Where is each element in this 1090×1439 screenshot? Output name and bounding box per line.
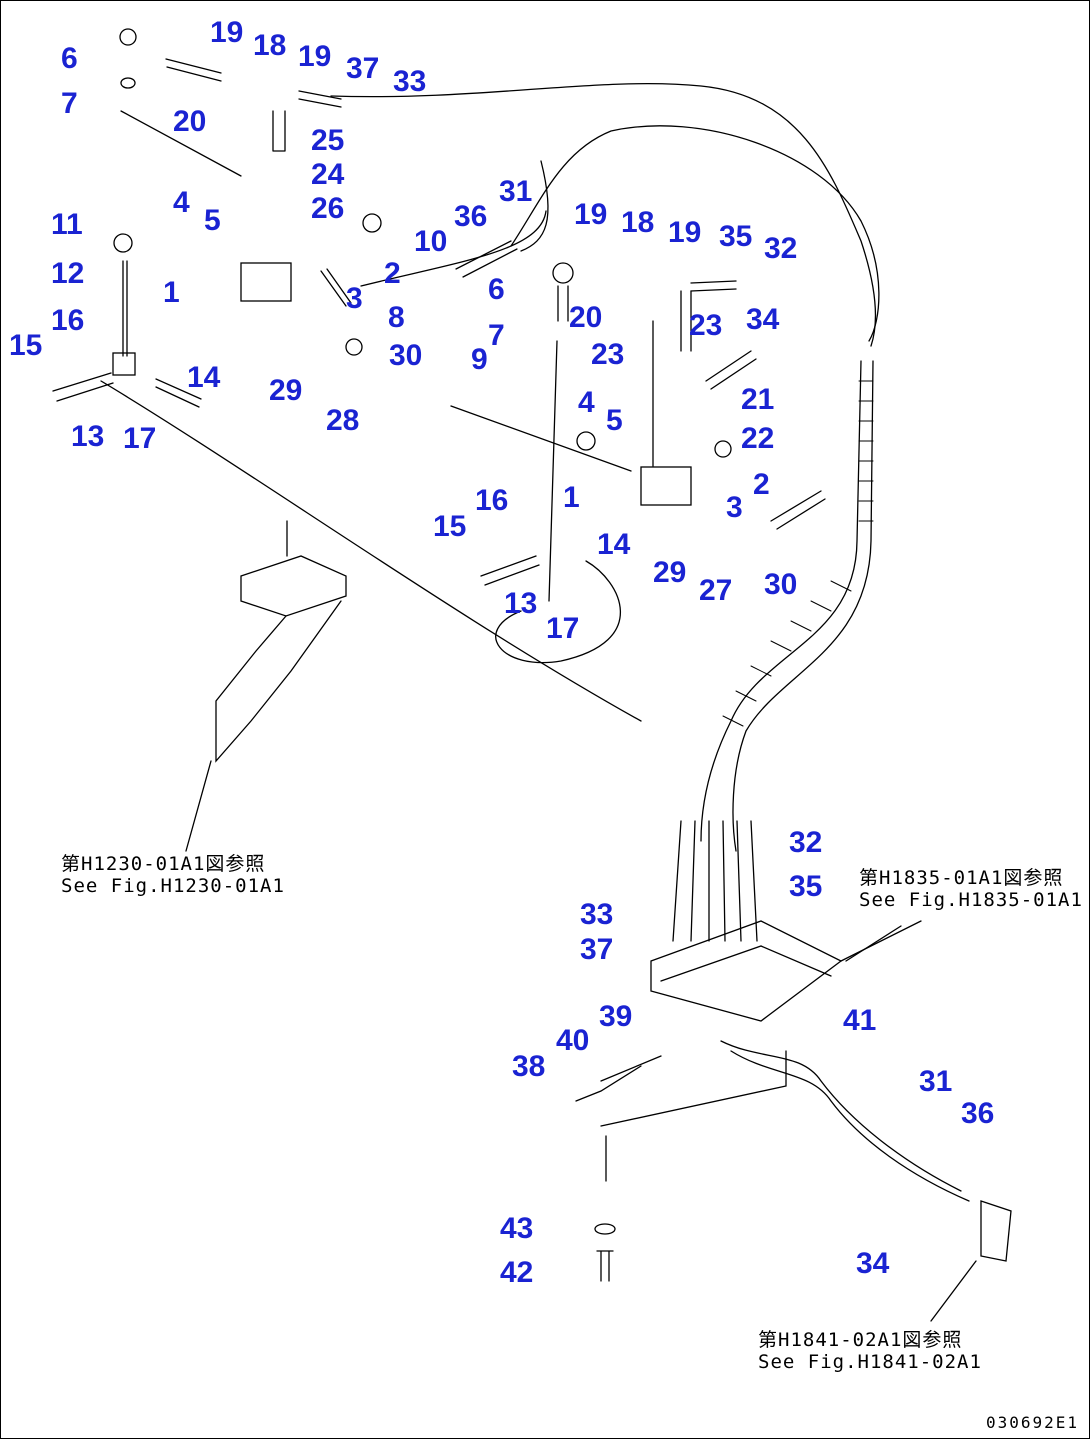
figure-reference-en: See Fig.H1841-02A1	[758, 1351, 982, 1373]
part-callout-17: 17	[123, 422, 157, 455]
part-callout-13: 13	[504, 587, 538, 620]
part-callout-38: 38	[512, 1050, 546, 1083]
part-callout-23: 23	[689, 309, 723, 342]
part-callout-43: 43	[500, 1212, 534, 1245]
part-callout-2: 2	[384, 257, 401, 290]
drawing-code: 030692E1	[985, 1413, 1079, 1432]
part-callout-30: 30	[389, 339, 423, 372]
part-callout-39: 39	[599, 1000, 633, 1033]
part-callout-28: 28	[326, 404, 360, 437]
part-callout-11: 11	[51, 208, 83, 241]
part-callout-14: 14	[187, 361, 221, 394]
valve-base	[650, 920, 843, 1022]
part-callout-30: 30	[764, 568, 798, 601]
part-callout-33: 33	[393, 65, 427, 98]
part-callout-16: 16	[51, 304, 85, 337]
figure-reference-jp: 第H1835-01A1図参照	[859, 867, 1064, 889]
figure-reference-jp: 第H1230-01A1図参照	[61, 853, 266, 875]
valve-block-right	[640, 466, 692, 506]
part-callout-20: 20	[569, 301, 603, 334]
part-callout-18: 18	[621, 206, 655, 239]
part-callout-19: 19	[298, 40, 332, 73]
part-callout-36: 36	[961, 1097, 995, 1130]
part-callout-14: 14	[597, 528, 631, 561]
part-callout-19: 19	[574, 198, 608, 231]
part-callout-21: 21	[741, 383, 775, 416]
part-callout-40: 40	[556, 1024, 590, 1057]
part-callout-26: 26	[311, 192, 345, 225]
part-callout-7: 7	[61, 87, 78, 120]
part-callout-35: 35	[789, 870, 823, 903]
part-callout-25: 25	[311, 124, 345, 157]
part-callout-29: 29	[269, 374, 303, 407]
part-callout-31: 31	[919, 1065, 953, 1098]
part-callout-18: 18	[253, 29, 287, 62]
part-callout-34: 34	[746, 303, 780, 336]
part-callout-41: 41	[843, 1004, 877, 1037]
part-callout-16: 16	[475, 484, 509, 517]
part-callout-5: 5	[204, 204, 221, 237]
part-callout-24: 24	[311, 158, 345, 191]
figure-reference-en: See Fig.H1835-01A1	[859, 889, 1083, 911]
part-callout-1: 1	[163, 276, 180, 309]
part-callout-23: 23	[591, 338, 625, 371]
part-callout-12: 12	[51, 257, 85, 290]
part-callout-36: 36	[454, 200, 488, 233]
part-callout-31: 31	[499, 175, 533, 208]
figure-reference-jp: 第H1841-02A1図参照	[758, 1329, 963, 1351]
part-callout-42: 42	[500, 1256, 534, 1289]
part-callout-4: 4	[578, 386, 595, 419]
part-callout-32: 32	[789, 826, 823, 859]
figure-reference-en: See Fig.H1230-01A1	[61, 875, 285, 897]
part-callout-22: 22	[741, 422, 775, 455]
part-callout-6: 6	[488, 273, 505, 306]
part-callout-35: 35	[719, 220, 753, 253]
part-callout-13: 13	[71, 420, 105, 453]
part-callout-37: 37	[580, 933, 614, 966]
part-callout-15: 15	[433, 510, 467, 543]
part-callout-15: 15	[9, 329, 43, 362]
part-callout-6: 6	[61, 42, 78, 75]
part-callout-10: 10	[414, 225, 448, 258]
part-callout-3: 3	[726, 491, 743, 524]
part-callout-9: 9	[471, 343, 488, 376]
hose-wrap	[722, 380, 874, 727]
mounting-bracket	[240, 555, 347, 617]
part-callout-29: 29	[653, 556, 687, 589]
part-callout-27: 27	[699, 574, 733, 607]
part-callout-3: 3	[346, 282, 363, 315]
part-callout-19: 19	[668, 216, 702, 249]
part-callout-20: 20	[173, 105, 207, 138]
part-callout-34: 34	[856, 1247, 890, 1280]
part-callout-1: 1	[563, 481, 580, 514]
valve-block-left	[240, 262, 292, 302]
part-callout-7: 7	[488, 319, 505, 352]
part-callout-4: 4	[173, 186, 190, 219]
part-callout-19: 19	[210, 16, 244, 49]
part-callout-33: 33	[580, 898, 614, 931]
part-callout-32: 32	[764, 232, 798, 265]
part-callout-8: 8	[388, 301, 405, 334]
part-callout-2: 2	[753, 468, 770, 501]
part-callout-17: 17	[546, 612, 580, 645]
part-callout-5: 5	[606, 404, 623, 437]
part-callout-37: 37	[346, 52, 380, 85]
